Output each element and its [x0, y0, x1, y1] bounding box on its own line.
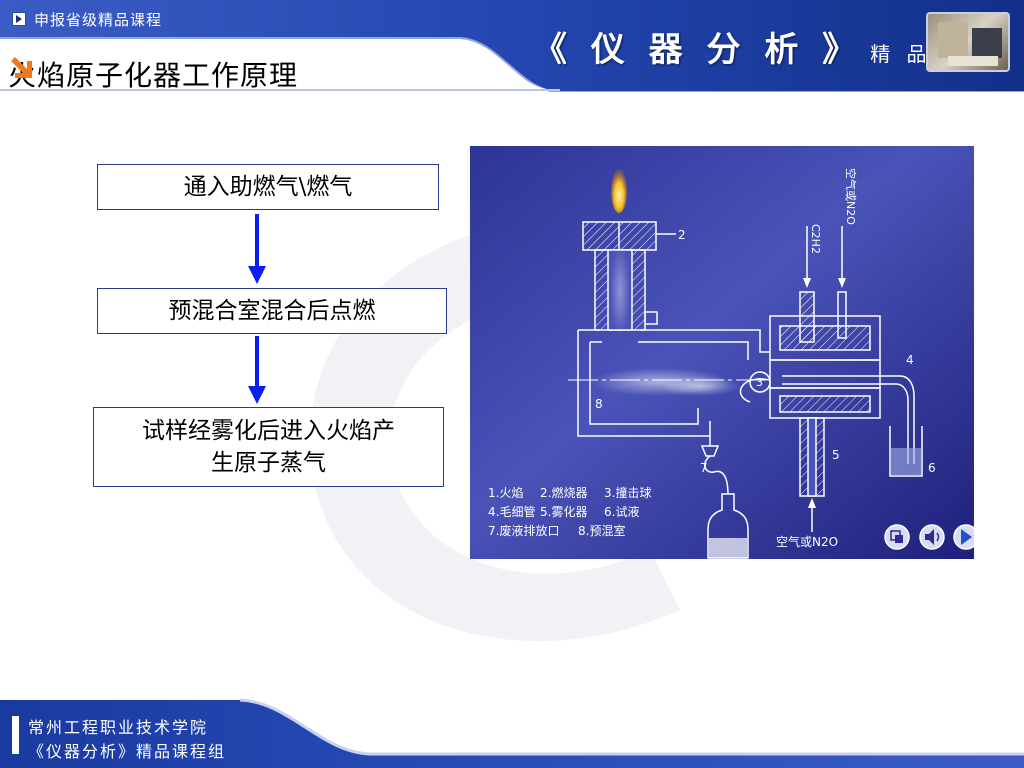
header-background — [0, 0, 1024, 92]
menu-button[interactable] — [884, 524, 910, 550]
diagram-background — [470, 146, 974, 559]
footer-background — [0, 698, 1024, 768]
part-label: 6 — [928, 461, 936, 475]
sample-beaker — [889, 426, 923, 477]
speaker-icon — [925, 529, 934, 545]
page-title-text: 火焰原子化器工作原理 — [8, 59, 299, 92]
course-tag-label: 申报省级精品课程 — [34, 10, 163, 29]
slide-footer: 常州工程职业技术学院 《仪器分析》精品课程组 — [0, 698, 1024, 768]
flame-atomizer-diagram: 2 8 3 5 4 C2H2 空气或N2O 空气或N2O — [470, 146, 974, 559]
legend-item: 4.毛细管 — [488, 504, 535, 519]
flow-step-2: 预混合室混合后点燃 — [97, 288, 447, 334]
footer-accent-bar — [12, 716, 19, 754]
flow-step-3: 试样经雾化后进入火焰产 生原子蒸气 — [93, 407, 444, 487]
page-title: 火焰原子化器工作原理 — [8, 54, 298, 94]
sound-button[interactable] — [919, 524, 945, 550]
gas-label-acetylene: C2H2 — [809, 224, 822, 254]
flow-arrow-down-icon — [248, 214, 266, 284]
legend-item: 8.预混室 — [578, 523, 625, 538]
diagram-legend: 1.火焰 2.燃烧器 3.撞击球 4.毛细管 5.雾化器 6.试液 7.废液排放… — [488, 485, 651, 538]
play-next-icon — [961, 529, 972, 545]
part-label: 5 — [832, 448, 840, 462]
part-label: 4 — [906, 353, 914, 367]
school-name: 常州工程职业技术学院 — [28, 718, 209, 737]
nebulizer — [769, 291, 915, 497]
legend-item: 3.撞击球 — [604, 485, 651, 500]
arrow-down-right-icon — [11, 57, 32, 78]
legend-item: 6.试液 — [604, 504, 639, 519]
course-title-main: 《 仪 器 分 析 》 — [533, 30, 863, 70]
flow-step-1-text: 通入助燃气\燃气 — [183, 174, 353, 200]
legend-item: 2.燃烧器 — [540, 485, 587, 500]
part-label: 8 — [595, 397, 603, 411]
bottom-gas-label: 空气或N2O — [776, 534, 838, 549]
flow-step-1: 通入助燃气\燃气 — [97, 164, 439, 210]
part-label: 2 — [678, 228, 686, 242]
premix-chamber — [577, 329, 770, 457]
flow-arrow-down-icon — [248, 336, 266, 404]
gas-label-oxidant: 空气或N2O — [844, 168, 858, 225]
play-icon — [12, 12, 26, 26]
legend-item: 5.雾化器 — [540, 505, 587, 519]
waste-bottle — [704, 455, 749, 559]
course-group: 《仪器分析》精品课程组 — [28, 742, 227, 761]
slide-header: 申报省级精品课程 火焰原子化器工作原理 《 仪 器 分 析 》 精 品 课 程 — [0, 0, 1024, 92]
legend-item: 1.火焰 — [488, 485, 523, 500]
legend-item: 7.废液排放口 — [488, 523, 559, 538]
part-label: 3 — [756, 376, 763, 389]
part-label: 7 — [700, 461, 708, 475]
course-photo — [926, 12, 1010, 72]
flow-step-3-line1: 试样经雾化后进入火焰产 — [142, 418, 395, 444]
flow-step-3-line2: 生原子蒸气 — [211, 450, 326, 476]
next-button[interactable] — [953, 524, 974, 550]
flow-step-2-text: 预混合室混合后点燃 — [168, 298, 376, 324]
course-tag: 申报省级精品课程 — [12, 8, 162, 30]
flame-icon — [611, 169, 627, 213]
